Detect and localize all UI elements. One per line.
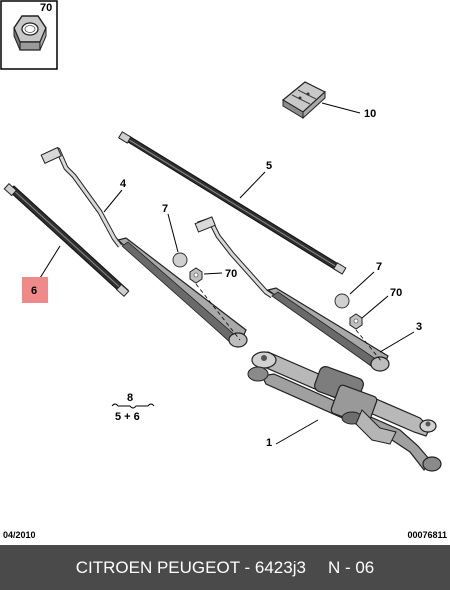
nut-left: 70 <box>189 267 241 341</box>
nut-right: 70 <box>349 287 402 363</box>
callout-blade-6: 6 <box>31 285 37 297</box>
callout-wiper-motor: 1 <box>266 437 272 449</box>
callout-nut: 70 <box>40 2 52 14</box>
callout-cap-left: 7 <box>162 203 168 215</box>
wiper-blade-6: 6 <box>3 182 130 303</box>
footer-bar: CITROEN PEUGEOT - 6423j3 N - 06 <box>0 545 450 590</box>
callout-blade-5: 5 <box>266 160 272 172</box>
callout-connector: 10 <box>364 108 376 120</box>
callout-nut-left: 70 <box>225 268 237 280</box>
wiper-arm-right: 3 <box>194 216 422 372</box>
footer-ref: 00076811 <box>407 530 447 540</box>
callout-cap-right: 7 <box>376 261 382 273</box>
wiper-motor-linkage: 1 <box>247 351 442 472</box>
callout-arm-left: 4 <box>120 178 127 190</box>
kit-notation: 8 5 + 6 <box>111 392 155 423</box>
highlight-box <box>22 277 48 303</box>
nut-icon <box>13 15 47 51</box>
kit-number: 8 <box>127 392 133 404</box>
kit-contents: 5 + 6 <box>115 411 140 423</box>
connector-part: 10 <box>281 81 376 120</box>
cap-right: 7 <box>334 261 382 309</box>
cap-left: 7 <box>162 203 188 268</box>
parts-diagram: 70 10 5 6 4 <box>0 0 442 472</box>
wiper-blade-5: 5 <box>117 131 347 275</box>
callout-arm-right: 3 <box>416 321 422 333</box>
footer-caption: CITROEN PEUGEOT - 6423j3 <box>75 557 306 577</box>
wiper-arm-left: 4 <box>40 146 248 348</box>
footer-date: 04/2010 <box>3 530 36 540</box>
nut-inset: 70 <box>0 0 58 70</box>
footer-code: N - 06 <box>327 557 375 577</box>
callout-nut-right: 70 <box>390 287 402 299</box>
